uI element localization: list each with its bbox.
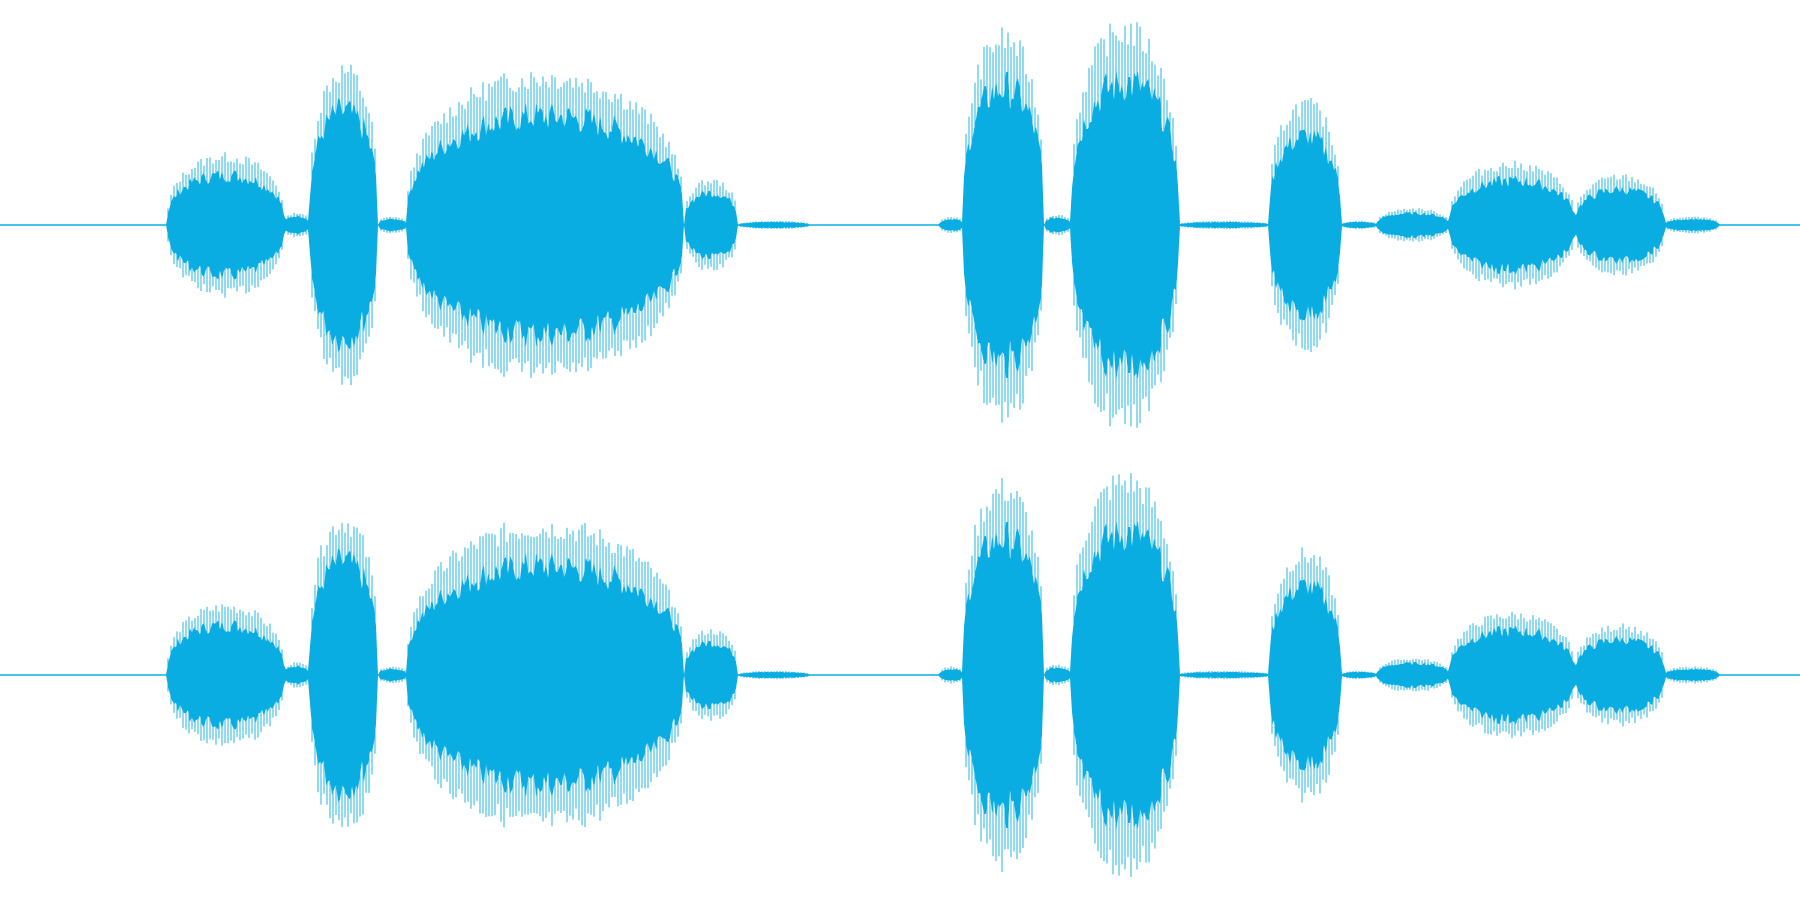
waveform-channel-2 xyxy=(0,473,1800,877)
waveform-channel-1 xyxy=(0,22,1800,428)
